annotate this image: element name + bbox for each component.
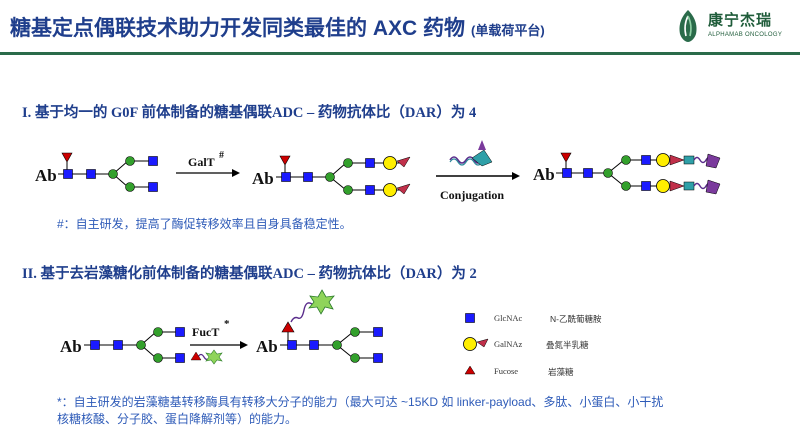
fucose-icon <box>560 152 572 163</box>
conjugation-label: Conjugation <box>440 188 504 202</box>
mannose-icon <box>343 158 353 168</box>
mannose-icon <box>325 172 335 182</box>
section1-g0f-glycan: Ab <box>35 152 158 192</box>
payload-icon <box>705 179 721 195</box>
section1-ab-label-2: Ab <box>252 169 274 188</box>
glcnac-icon <box>641 181 651 191</box>
glcnac-icon <box>365 158 375 168</box>
glcnac-icon <box>175 353 185 363</box>
galnaz-icon <box>656 153 670 167</box>
galt-label: GalT <box>188 155 215 169</box>
glcnac-icon <box>175 327 185 337</box>
legend-glcnac-icon <box>465 313 475 323</box>
glcnac-icon <box>148 182 158 192</box>
payload-star-icon <box>308 289 335 315</box>
mannose-icon <box>350 327 360 337</box>
fuct-arrow: FucT * <box>190 318 248 365</box>
mannose-icon <box>343 185 353 195</box>
legend <box>463 313 489 375</box>
legend-galnaz-icon <box>463 337 477 351</box>
conjugation-arrow: Conjugation <box>436 140 520 202</box>
glcnac-icon <box>86 169 96 179</box>
legend-glcnac-name: N-乙酰葡糖胺 <box>550 314 602 324</box>
glcnac-icon <box>303 172 313 182</box>
payload-icon <box>705 153 721 169</box>
mannose-icon <box>621 181 631 191</box>
legend-galnaz-abbr: GalNAz <box>494 339 523 349</box>
section1-note: #：自主研发，提高了酶促转移效率且自身具备稳定性。 <box>57 217 352 231</box>
legend-fucose-name: 岩藻糖 <box>548 367 574 377</box>
glcnac-icon <box>309 340 319 350</box>
section1-galnaz-glycan: Ab <box>252 155 411 197</box>
legend-glcnac-abbr: GlcNAc <box>494 313 523 323</box>
mannose-icon <box>621 155 631 165</box>
glcnac-icon <box>63 169 73 179</box>
mannose-icon <box>332 340 342 350</box>
mannose-icon <box>603 168 613 178</box>
section2-heading: II. 基于去岩藻糖化前体制备的糖基偶联ADC – 药物抗体比（DAR）为 2 <box>22 266 477 282</box>
fuct-mark: * <box>224 318 230 330</box>
logo-english-name: ALPHAMAB ONCOLOGY <box>708 32 783 38</box>
section2-ab-label-2: Ab <box>256 337 278 356</box>
section2-conjugated-glycan: Ab <box>256 289 383 363</box>
glcnac-icon <box>90 340 100 350</box>
linker-payload-icon <box>449 156 483 164</box>
fuct-label: FucT <box>192 325 219 339</box>
page-subtitle: (单载荷平台) <box>471 23 545 38</box>
section2-note: *：自主研发的岩藻糖基转移酶具有转移大分子的能力（最大可达 ~15KD 如 li… <box>57 395 664 426</box>
payload-star-icon <box>205 349 223 365</box>
galt-mark: # <box>219 150 224 161</box>
page-title: 糖基定点偶联技术助力开发同类最佳的 AXC 药物 (单载荷平台) <box>10 12 545 42</box>
mannose-icon <box>350 353 360 363</box>
mannose-icon <box>153 327 163 337</box>
header-divider <box>0 52 800 55</box>
glcnac-icon <box>583 168 593 178</box>
section2-afucosylated-glycan: Ab <box>60 327 185 363</box>
legend-fucose-icon <box>464 365 476 375</box>
section1-heading: I. 基于均一的 G0F 前体制备的糖基偶联ADC – 药物抗体比（DAR）为 … <box>22 105 477 121</box>
company-logo: 康宁杰瑞 ALPHAMAB ONCOLOGY <box>672 8 794 48</box>
galnaz-icon <box>383 156 397 170</box>
glcnac-icon <box>562 168 572 178</box>
section1-ab-label-3: Ab <box>533 165 555 184</box>
glcnac-icon <box>641 155 651 165</box>
payload-icon <box>471 149 493 167</box>
mannose-icon <box>153 353 163 363</box>
glcnac-icon <box>113 340 123 350</box>
azide-flag-icon <box>396 183 411 195</box>
legend-fucose-abbr: Fucose <box>494 366 519 376</box>
galnaz-icon <box>656 179 670 193</box>
galnaz-icon <box>383 183 397 197</box>
mannose-icon <box>125 182 135 192</box>
glcnac-icon <box>365 185 375 195</box>
section2-ab-label: Ab <box>60 337 82 356</box>
fucose-icon <box>279 155 291 166</box>
mannose-icon <box>136 340 146 350</box>
azide-flag-icon <box>396 156 411 168</box>
glcnac-icon <box>281 172 291 182</box>
linker-icon <box>290 302 313 323</box>
mannose-icon <box>125 156 135 166</box>
fucose-icon <box>61 152 73 163</box>
header: 糖基定点偶联技术助力开发同类最佳的 AXC 药物 (单载荷平台) 康宁杰瑞 ALP… <box>0 0 800 58</box>
page-title-text: 糖基定点偶联技术助力开发同类最佳的 AXC 药物 <box>10 17 466 40</box>
logo-name: 康宁杰瑞 <box>708 12 773 29</box>
galt-arrow: GalT # <box>176 150 240 177</box>
glcnac-icon <box>373 353 383 363</box>
section1-adc-glycan: Ab <box>533 152 721 195</box>
fucose-icon <box>281 321 295 333</box>
alphamab-logo-icon <box>679 10 697 42</box>
section1-ab-label: Ab <box>35 166 57 185</box>
glcnac-icon <box>373 327 383 337</box>
legend-galnaz-name: 叠氮半乳糖 <box>546 340 589 350</box>
glcnac-icon <box>148 156 158 166</box>
glcnac-icon <box>287 340 297 350</box>
mannose-icon <box>108 169 118 179</box>
